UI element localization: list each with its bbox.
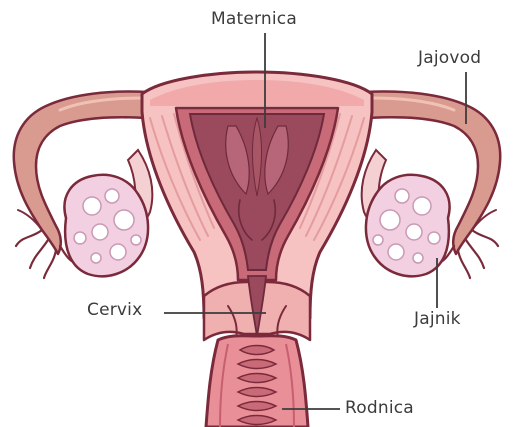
vagina bbox=[206, 336, 308, 427]
label-uterus: Maternica bbox=[211, 11, 297, 28]
label-vagina: Rodnica bbox=[345, 400, 414, 417]
label-ovary: Jajnik bbox=[414, 311, 461, 328]
label-fallopian-tube: Jajovod bbox=[418, 50, 481, 67]
cervix bbox=[204, 276, 310, 340]
label-cervix: Cervix bbox=[87, 302, 142, 319]
left-ovary bbox=[64, 175, 148, 276]
